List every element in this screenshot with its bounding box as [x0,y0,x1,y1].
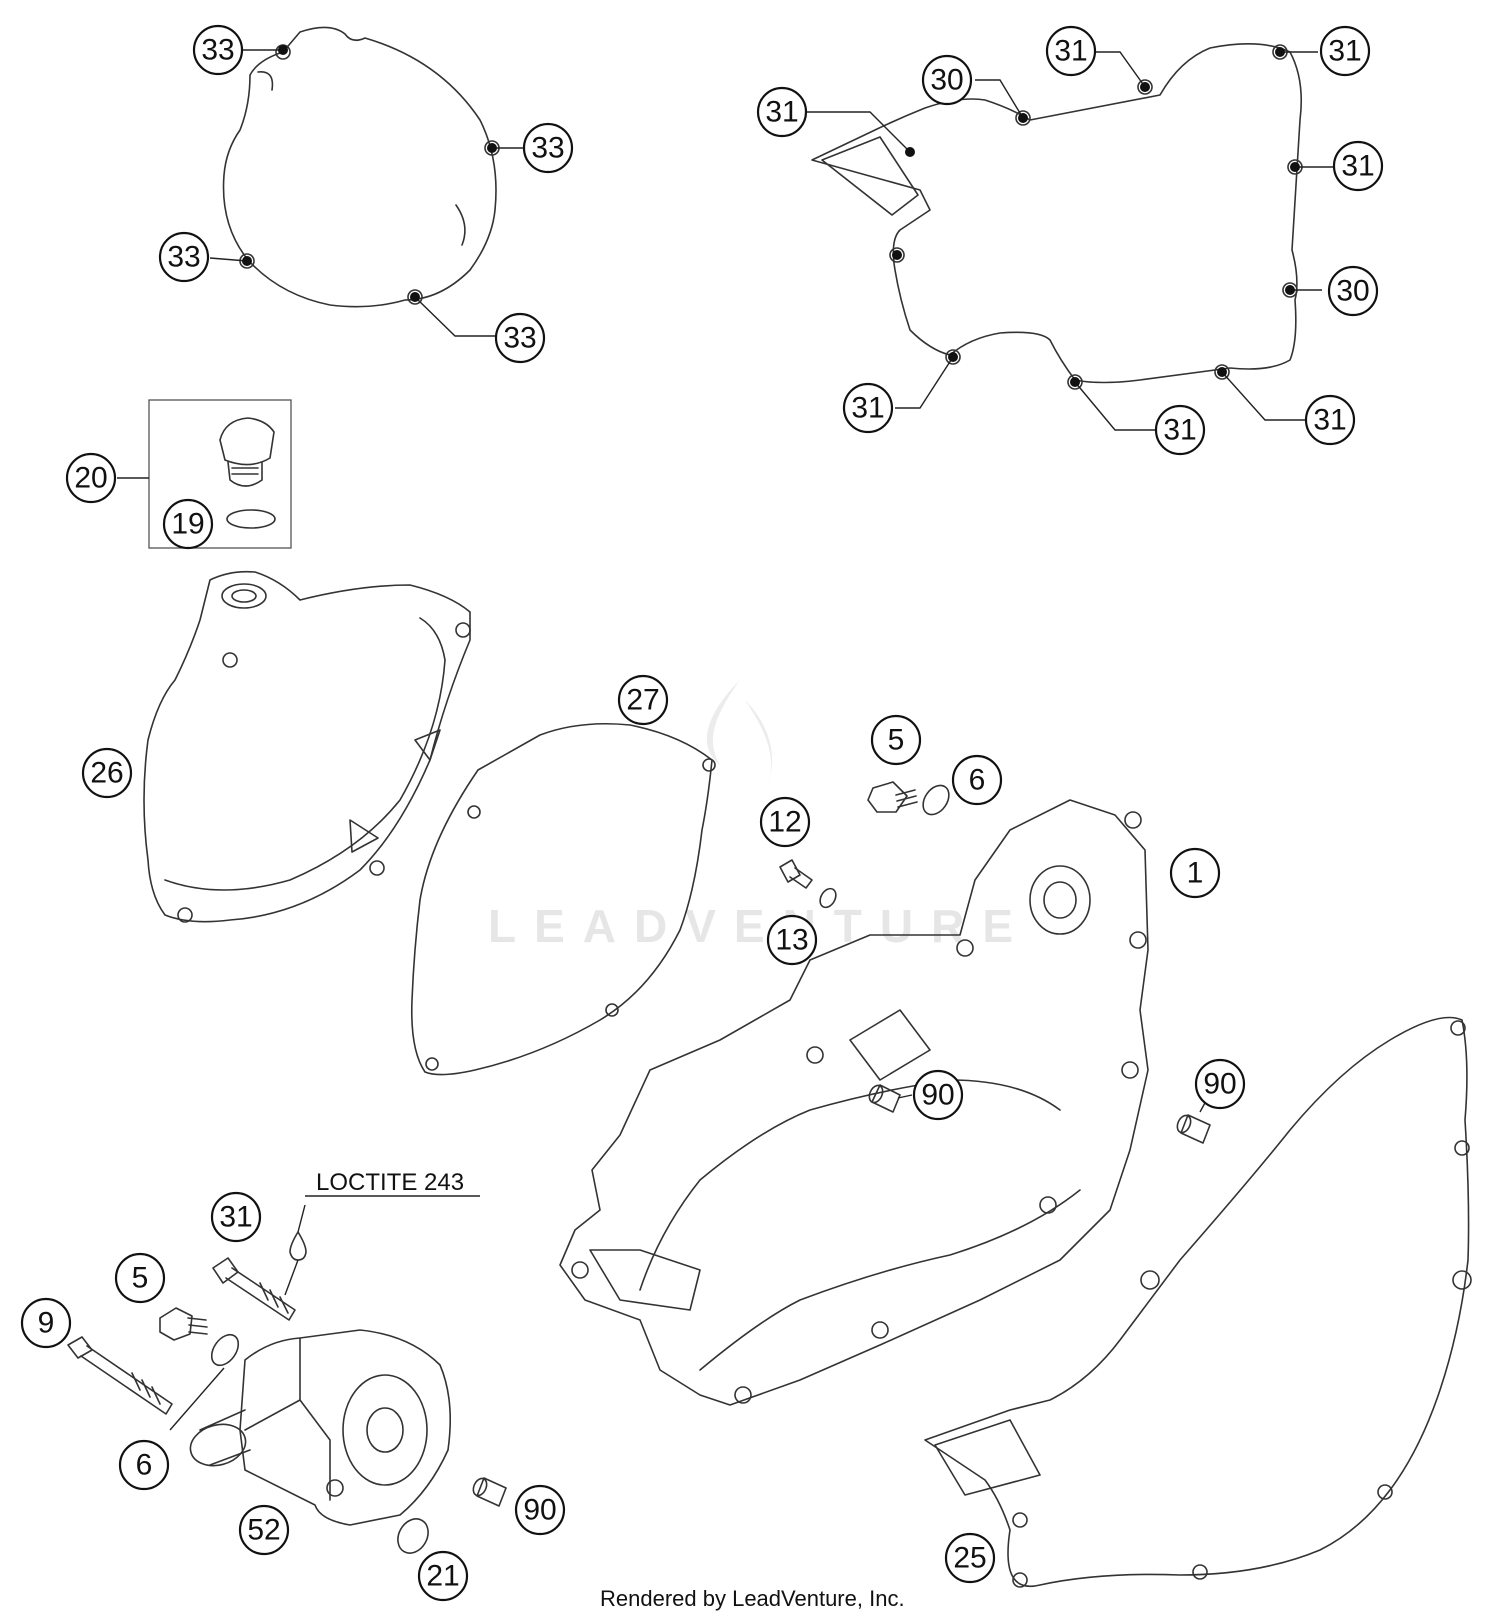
callout-label: 33 [503,322,536,355]
callout-5: 5 [114,1252,166,1304]
callout-31: 31 [1045,25,1097,77]
callout-label: 31 [765,96,798,129]
callout-6: 6 [118,1439,170,1491]
callout-label: 9 [38,1307,55,1340]
callout-30: 30 [1327,265,1379,317]
callout-90: 90 [514,1484,566,1536]
callout-33: 33 [158,231,210,283]
callout-31: 31 [1332,140,1384,192]
callout-25: 25 [944,1532,996,1584]
callout-label: 21 [426,1560,459,1593]
dowel-90-lower [472,1477,507,1507]
callout-label: 30 [930,64,963,97]
callout-26: 26 [81,747,133,799]
callout-label: 6 [969,764,986,797]
callout-33: 33 [192,24,244,76]
gasket-clutch-cover-33 [222,26,500,308]
ignition-cover-1 [559,799,1149,1406]
callout-13: 13 [766,914,818,966]
callout-31: 31 [1304,394,1356,446]
callout-label: 30 [1336,275,1369,308]
dowel-90-middle [868,1084,901,1113]
callout-label: 13 [775,924,808,957]
dowel-90-right [1176,1114,1211,1144]
callout-label: 12 [768,806,801,839]
callout-33: 33 [494,312,546,364]
watermark-text: LEADVENTURE [488,900,1031,952]
callout-30: 30 [921,54,973,106]
callout-31: 31 [1319,25,1371,77]
water-pump-cover-52 [189,1329,452,1526]
loctite-drop-icon [289,1231,307,1261]
o-ring-21 [397,1518,429,1554]
loctite-note: LOCTITE 243 [316,1169,464,1196]
callout-label: 1 [1187,857,1204,890]
callout-label: 31 [1341,150,1374,183]
callout-label: 33 [531,132,564,165]
callout-label: 31 [1163,414,1196,447]
callout-52: 52 [238,1504,290,1556]
callout-label: 25 [953,1542,986,1575]
callout-label: 27 [626,684,659,717]
credit-text: Rendered by LeadVenture, Inc. [600,1586,905,1611]
oil-plug-kit-20 [148,399,292,549]
callout-9: 9 [20,1297,72,1349]
callout-label: 52 [247,1514,280,1547]
callout-label: 31 [1054,35,1087,68]
callout-90: 90 [912,1069,964,1121]
screw-12 [779,859,813,889]
callout-5: 5 [870,714,922,766]
callout-label: 31 [1313,404,1346,437]
gasket-25 [924,1016,1472,1588]
callout-12: 12 [759,796,811,848]
callout-6: 6 [951,754,1003,806]
callout-label: 33 [201,34,234,67]
clutch-cover-26 [143,570,471,923]
callouts: 33 33 33 33 31 30 31 31 31 30 31 31 31 2… [20,24,1384,1602]
callout-19: 19 [162,498,214,550]
callout-label: 20 [74,462,107,495]
seal-ring-6-upper [922,784,950,816]
callout-1: 1 [1169,847,1221,899]
callout-label: 5 [132,1262,149,1295]
callout-31: 31 [210,1191,262,1243]
gasket-ignition-cover-31 [811,43,1303,390]
callout-label: 33 [167,241,200,274]
watermark-flame-icon [706,680,773,790]
callout-label: 31 [851,392,884,425]
screw-31-lower [212,1257,296,1321]
callout-33: 33 [522,122,574,174]
callout-label: 26 [90,757,123,790]
callout-label: 31 [219,1201,252,1234]
plug-5-lower [159,1307,208,1341]
callout-27: 27 [617,674,669,726]
watermark: LEADVENTURE [488,680,1031,952]
callout-label: 90 [921,1079,954,1112]
callout-20: 20 [65,452,117,504]
callout-90: 90 [1194,1058,1246,1110]
washer-13 [819,887,837,909]
callout-label: 90 [523,1494,556,1527]
callout-label: 6 [136,1449,153,1482]
plug-5-upper [867,781,918,813]
screw-9 [67,1336,173,1415]
seal-ring-6-lower [210,1333,240,1367]
gasket-27 [410,723,716,1076]
callout-label: 5 [888,724,905,757]
callout-31: 31 [842,382,894,434]
callout-label: 19 [171,508,204,541]
callout-21: 21 [417,1550,469,1602]
callout-label: 31 [1328,35,1361,68]
callout-31: 31 [756,86,808,138]
callout-31: 31 [1154,404,1206,456]
leader-lines [117,49,1333,1431]
callout-label: 90 [1203,1068,1236,1101]
bolt-markers [242,45,1300,387]
